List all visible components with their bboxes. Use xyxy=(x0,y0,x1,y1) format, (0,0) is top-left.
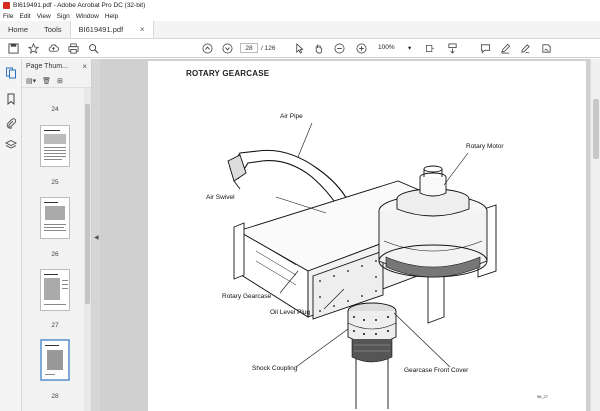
document-viewport[interactable]: ROTARY GEARCASE xyxy=(100,59,590,411)
label-gearcase-front-cover: Gearcase Front Cover xyxy=(404,367,469,374)
fill-sign-icon[interactable] xyxy=(539,42,553,55)
tab-close-icon[interactable]: × xyxy=(139,25,145,34)
delete-page-icon[interactable]: 🗑 xyxy=(42,77,52,85)
bookmarks-icon[interactable] xyxy=(5,93,17,106)
thumbnail-page-selected[interactable] xyxy=(40,339,70,381)
collapse-panel-icon[interactable]: ◀ xyxy=(94,235,99,241)
save-icon[interactable] xyxy=(6,42,20,55)
search-icon[interactable] xyxy=(86,42,100,55)
toolbar: 28 / 126 100% ▾ xyxy=(0,39,600,58)
menu-bar: File Edit View Sign Window Help xyxy=(0,11,600,21)
menu-edit[interactable]: Edit xyxy=(19,12,31,20)
panel-close-icon[interactable]: × xyxy=(82,62,87,71)
tab-home[interactable]: Home xyxy=(8,25,29,34)
panel-scrollbar-thumb[interactable] xyxy=(85,104,90,304)
zoom-level[interactable]: 100% ▾ xyxy=(378,43,411,53)
bookmark-star-icon[interactable] xyxy=(26,42,40,55)
hand-tool-icon[interactable] xyxy=(311,42,325,55)
page-thumbnails-panel: Page Thum... × ▤▾ 🗑 ⊞ 24 25 26 27 xyxy=(22,59,92,411)
menu-help[interactable]: Help xyxy=(104,12,119,20)
thumbnail-page[interactable] xyxy=(40,197,70,239)
menu-sign[interactable]: Sign xyxy=(56,12,70,20)
chevron-down-icon: ▾ xyxy=(408,45,412,52)
thumbnail-page-label: 24 xyxy=(51,106,59,113)
page-heading: ROTARY GEARCASE xyxy=(186,69,270,78)
print-icon[interactable] xyxy=(66,42,80,55)
panel-tools: ▤▾ 🗑 ⊞ xyxy=(22,74,91,88)
comment-icon[interactable] xyxy=(478,42,492,55)
document-scrollbar[interactable] xyxy=(590,59,600,411)
thumbnail-page[interactable] xyxy=(40,269,70,311)
label-oil-level-plug: Oil Level Plug xyxy=(270,309,311,316)
rotary-gearcase-illustration xyxy=(227,122,497,409)
pen-highlight-icon[interactable] xyxy=(498,42,512,55)
label-air-pipe: Air Pipe xyxy=(280,113,303,120)
insert-page-icon[interactable]: ⊞ xyxy=(57,77,63,85)
panel-title: Page Thum... xyxy=(26,63,68,70)
upload-cloud-icon[interactable] xyxy=(46,42,60,55)
tab-document[interactable]: BI619491.pdf × xyxy=(69,21,154,38)
scroll-mode-icon[interactable] xyxy=(444,42,460,55)
label-air-swivel: Air Swivel xyxy=(206,194,235,201)
tab-tools[interactable]: Tools xyxy=(44,25,62,34)
title-bar: BI619491.pdf - Adobe Acrobat Pro DC (32-… xyxy=(0,0,600,11)
page-thumbnails-icon[interactable] xyxy=(5,67,17,79)
label-rotary-gearcase: Rotary Gearcase xyxy=(222,293,272,300)
menu-window[interactable]: Window xyxy=(75,12,99,20)
zoom-in-icon[interactable] xyxy=(354,42,368,55)
layers-icon[interactable] xyxy=(4,139,18,151)
select-arrow-icon[interactable] xyxy=(292,42,306,55)
page-fit-icon[interactable] xyxy=(420,42,438,55)
zoom-out-icon[interactable] xyxy=(332,42,346,55)
window-title: BI619491.pdf - Adobe Acrobat Pro DC (32-… xyxy=(13,2,146,9)
page-total: 126 xyxy=(264,44,276,52)
pdf-page: ROTARY GEARCASE xyxy=(148,61,586,411)
page-separator: / xyxy=(261,44,263,52)
thumbnail-page-label: 25 xyxy=(51,179,59,186)
attachments-icon[interactable] xyxy=(5,117,17,129)
panel-header: Page Thum... × xyxy=(22,59,91,74)
thumbnail-page-label: 27 xyxy=(51,322,59,329)
panel-splitter[interactable]: ◀ xyxy=(92,59,100,411)
document-scrollbar-thumb[interactable] xyxy=(593,99,599,159)
label-shock-coupling: Shock Coupling xyxy=(252,365,298,372)
page-navigator: 28 / 126 xyxy=(240,43,275,53)
thumbnail-page[interactable] xyxy=(40,125,70,167)
left-rail xyxy=(0,59,22,411)
panel-scrollbar[interactable] xyxy=(84,88,91,411)
page-up-icon[interactable] xyxy=(200,42,214,55)
thumbnail-page-label: 28 xyxy=(51,393,59,400)
tab-document-label: BI619491.pdf xyxy=(78,25,124,34)
page-number-input[interactable]: 28 xyxy=(240,43,258,53)
tab-bar: Home Tools BI619491.pdf × xyxy=(0,21,600,39)
thumbnail-page-label: 26 xyxy=(51,251,59,258)
label-rotary-motor: Rotary Motor xyxy=(466,143,504,150)
thumbnail-options-icon[interactable]: ▤▾ xyxy=(26,77,37,85)
acrobat-app-icon xyxy=(3,2,10,9)
figure-id: 98_27 xyxy=(536,394,548,399)
draw-pen-icon[interactable] xyxy=(518,42,532,55)
menu-file[interactable]: File xyxy=(3,12,14,20)
page-down-icon[interactable] xyxy=(220,42,234,55)
menu-view[interactable]: View xyxy=(36,12,51,20)
zoom-value: 100% xyxy=(378,44,395,51)
